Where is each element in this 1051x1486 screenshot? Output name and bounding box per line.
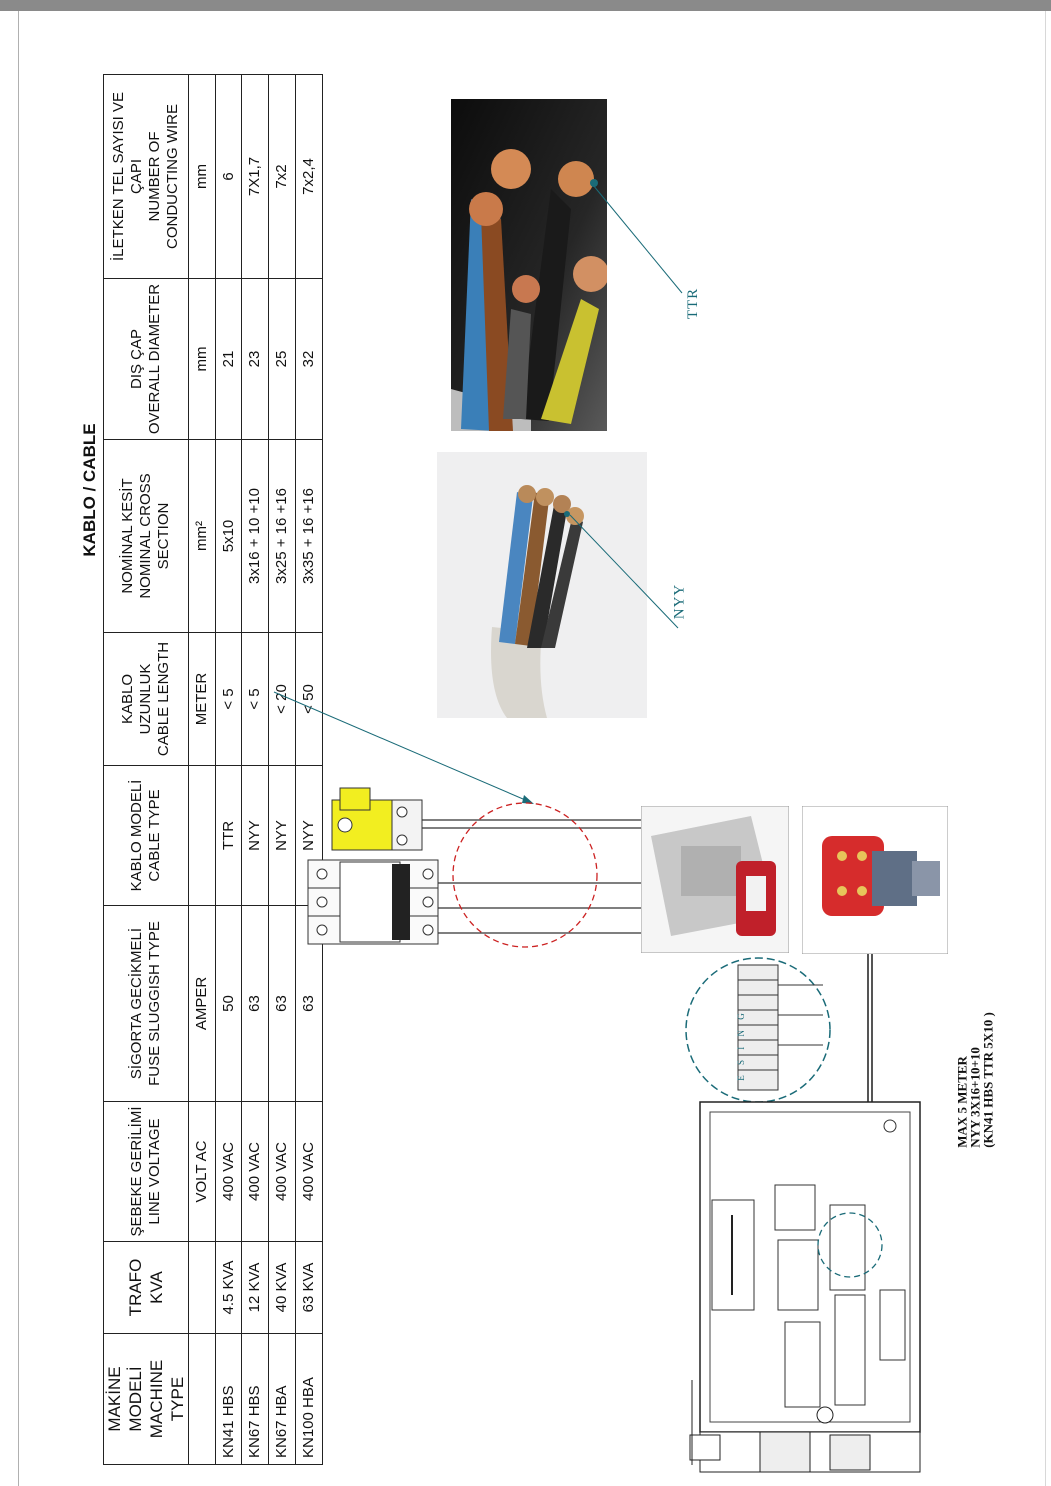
note-line: (KN41 HBS TTR 5X10 ) xyxy=(980,1012,996,1148)
table-row: KN41 HBS 4.5 KVA 400 VAC 50 TTR < 5 5x10… xyxy=(215,74,241,1465)
power-plug-photo xyxy=(802,806,948,954)
ttr-pointer-line xyxy=(592,184,683,294)
header-en: CABLE TYPE xyxy=(145,789,163,882)
unit-cell: METER xyxy=(188,632,215,766)
cell: KN67 HBS xyxy=(241,1333,268,1465)
cell: 63 KVA xyxy=(295,1241,322,1334)
header-en: MACHINE TYPE xyxy=(146,1359,187,1439)
cell: 40 KVA xyxy=(268,1241,295,1334)
cell: 12 KVA xyxy=(241,1241,268,1334)
unit-cell: mm² xyxy=(188,439,215,633)
max-length-note: MAX 5 METER NYY 3X16+10+10 (KN41 HBS TTR… xyxy=(955,1012,996,1148)
header-tr: DIŞ ÇAP xyxy=(127,329,145,390)
nyy-pointer-line xyxy=(569,514,679,629)
header-tr: KABLO MODELİ xyxy=(127,779,145,892)
power-socket-photo xyxy=(641,806,789,953)
earth-clamp xyxy=(331,787,423,851)
header-en: NUMBER OF CONDUCTING WIRE xyxy=(145,104,181,249)
unit-cell: mm xyxy=(188,278,215,440)
page-border-right xyxy=(1045,11,1046,1486)
unit-cell xyxy=(188,765,215,906)
cell: 4.5 KVA xyxy=(215,1241,241,1334)
header-en: LINE VOLTAGE xyxy=(145,1118,163,1225)
nyy-label: NYY xyxy=(671,583,688,620)
terminal-label: E S I N G xyxy=(735,1009,746,1081)
cell: 400 VAC xyxy=(241,1101,268,1242)
table-title: KABLO / CABLE xyxy=(76,74,103,906)
cell: 21 xyxy=(215,278,241,440)
table-row: KN67 HBS 12 KVA 400 VAC 63 NYY < 5 3x16 … xyxy=(241,74,268,1465)
cell: 400 VAC xyxy=(295,1101,322,1242)
cell: 7x2 xyxy=(268,74,295,279)
title-spacer xyxy=(76,906,103,1465)
cell: 32 xyxy=(295,278,322,440)
cell: < 5 xyxy=(241,632,268,766)
units-row: VOLT AC AMPER METER mm² mm mm xyxy=(188,74,215,1465)
cell: KN100 HBA xyxy=(295,1333,322,1465)
cell: 7x2,4 xyxy=(295,74,322,279)
unit-cell xyxy=(188,1333,215,1465)
machine-drawing xyxy=(689,1101,921,1473)
nyy-cable-photo xyxy=(437,452,647,718)
cell: 3x35 + 16 +16 xyxy=(295,439,322,633)
wiring-diagram xyxy=(307,787,645,948)
terminal-detail xyxy=(685,957,831,1103)
unit-cell xyxy=(188,1241,215,1334)
cell: KN67 HBA xyxy=(268,1333,295,1465)
header-en: CABLE LENGTH xyxy=(154,641,172,757)
header-tr: NOMİNAL KESİT xyxy=(118,478,136,594)
ttr-cable-photo xyxy=(451,99,607,431)
circuit-breaker xyxy=(307,859,439,945)
unit-cell: VOLT AC xyxy=(188,1101,215,1242)
header-tr: MAKİNE MODELİ xyxy=(104,1366,145,1432)
header-tr: İLETKEN TEL SAYISI VE ÇAPI xyxy=(109,92,145,261)
header-tr: KABLO UZUNLUK xyxy=(118,663,154,735)
header-en: FUSE SLUGGISH TYPE xyxy=(145,921,163,1086)
header-en: KVA xyxy=(146,1271,166,1304)
cell: 7X1,7 xyxy=(241,74,268,279)
cell: TTR xyxy=(215,765,241,906)
table-pointer-line xyxy=(273,691,534,804)
header-tr: SİGORTA GECİKMELİ xyxy=(127,927,145,1080)
cell: 6 xyxy=(215,74,241,279)
cell: KN41 HBS xyxy=(215,1333,241,1465)
page-border-left xyxy=(18,11,19,1486)
cell: 25 xyxy=(268,278,295,440)
ttr-label: TTR xyxy=(685,287,702,320)
cell: 400 VAC xyxy=(215,1101,241,1242)
header-tr: ŞEBEKE GERİLİMİ xyxy=(127,1106,145,1237)
top-border xyxy=(0,0,1051,11)
cell: 400 VAC xyxy=(268,1101,295,1242)
cell: NYY xyxy=(241,765,268,906)
header-en: NOMINAL CROSS SECTION xyxy=(136,473,172,599)
unit-cell: AMPER xyxy=(188,905,215,1102)
cell: 3x16 + 10 +10 xyxy=(241,439,268,633)
cell: 5x10 xyxy=(215,439,241,633)
cell: 50 xyxy=(215,905,241,1102)
cell: 3x25 + 16 +16 xyxy=(268,439,295,633)
cell: 63 xyxy=(268,905,295,1102)
cell: 63 xyxy=(241,905,268,1102)
unit-cell: mm xyxy=(188,74,215,279)
cell: < 5 xyxy=(215,632,241,766)
header-tr: TRAFO xyxy=(125,1258,145,1317)
header-en: OVERALL DIAMETER xyxy=(145,283,163,435)
cell: 23 xyxy=(241,278,268,440)
